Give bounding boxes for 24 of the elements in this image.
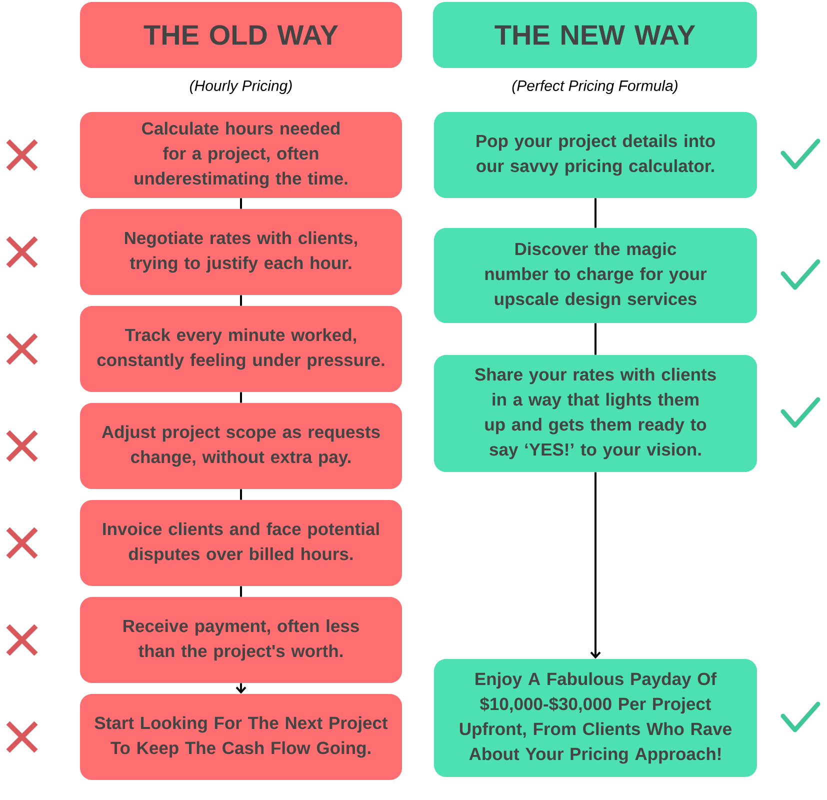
step-box: Share your rates with clients in a way that lights them up and gets them ready to say ‘YES!’ to your vision.: [434, 355, 757, 472]
step-box: Invoice clients and face potential disputes over billed hours.: [80, 500, 402, 586]
step-box: Adjust project scope as requests change, without extra pay.: [80, 403, 402, 489]
step-box: Track every minute worked, constantly feeling under pressure.: [80, 306, 402, 392]
step-box: Calculate hours needed for a project, often underestimating the time.: [80, 112, 402, 198]
connector: [240, 586, 242, 597]
connector: [590, 472, 601, 659]
step-box: Pop your project details into our savvy pricing calculator.: [434, 112, 757, 198]
connector: [240, 489, 242, 500]
connector: [594, 198, 596, 228]
step-box: Negotiate rates with clients, trying to justify each hour.: [80, 209, 402, 295]
subtitle: (Perfect Pricing Formula): [512, 80, 678, 94]
step-box: Receive payment, often less than the project's worth.: [80, 597, 402, 683]
step-box: Enjoy A Fabulous Payday Of $10,000-$30,000 Per Project Upfront, From Clients Who Rave About Your Pricing Approach!: [434, 659, 757, 777]
subtitle: (Hourly Pricing): [190, 80, 292, 94]
connector: [240, 295, 242, 306]
step-box: Start Looking For The Next Project To Keep The Cash Flow Going.: [80, 694, 402, 780]
connector: [240, 392, 242, 403]
heading-box: THE OLD WAY: [80, 2, 402, 68]
connector: [594, 323, 596, 355]
heading-box: THE NEW WAY: [433, 2, 757, 68]
connector: [240, 198, 242, 209]
step-box: Discover the magic number to charge for your upscale design services: [434, 228, 757, 323]
connector: [236, 683, 246, 694]
